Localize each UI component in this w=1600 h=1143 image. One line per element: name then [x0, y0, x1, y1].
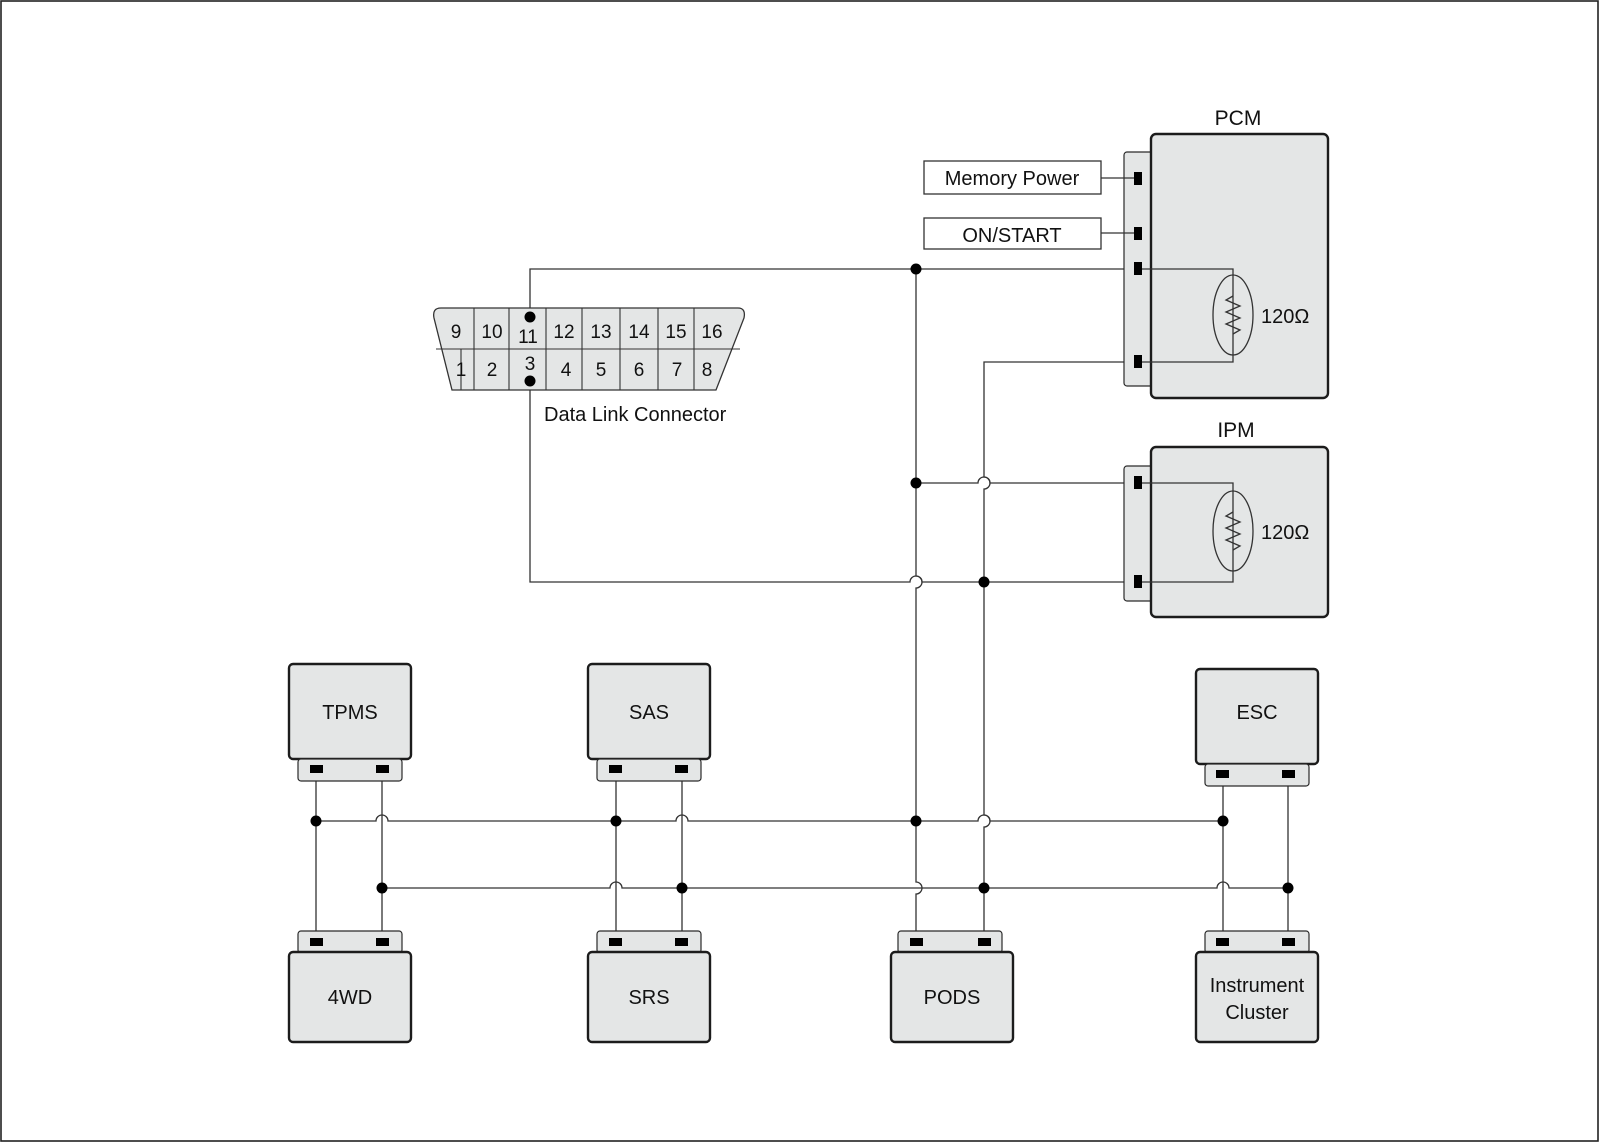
- pods-module: [889, 950, 1015, 1044]
- junction-dot: [910, 477, 922, 489]
- cluster-pin: [1282, 938, 1295, 946]
- fourwd-pin: [376, 938, 389, 946]
- srs-pin: [609, 938, 622, 946]
- junction-dot: [1282, 882, 1294, 894]
- cluster-label-line2: Cluster: [1225, 1002, 1289, 1024]
- pods-pin: [978, 938, 991, 946]
- pcm-resistor-icon: [1224, 295, 1242, 335]
- dlc-pin: 8: [702, 360, 713, 381]
- tpms-connector: [297, 758, 403, 782]
- ipm-resistor-value: 120Ω: [1261, 522, 1309, 544]
- dlc-pin: 7: [672, 360, 683, 381]
- pcm-pin-on-start: [1134, 227, 1142, 240]
- pcm-pin-memory: [1134, 172, 1142, 185]
- tpms-pin: [310, 765, 323, 773]
- ipm-title: IPM: [1217, 419, 1254, 442]
- dlc-label: Data Link Connector: [544, 404, 727, 426]
- pcm-title: PCM: [1215, 107, 1262, 130]
- cluster-label-line1: Instrument: [1210, 975, 1305, 997]
- pcm-module: [1149, 132, 1330, 400]
- dlc-pin: 14: [628, 322, 650, 343]
- dlc-pin: 6: [634, 360, 645, 381]
- pcm-resistor-value: 120Ω: [1261, 306, 1309, 328]
- srs-label: SRS: [628, 987, 669, 1009]
- srs-module: [586, 950, 712, 1044]
- pods-label: PODS: [924, 987, 981, 1009]
- ipm-module: [1149, 445, 1330, 619]
- tpms-label: TPMS: [322, 702, 378, 724]
- fourwd-label: 4WD: [328, 987, 372, 1009]
- sas-pin: [609, 765, 622, 773]
- esc-pin: [1216, 770, 1229, 778]
- junction-dots: [310, 263, 1294, 894]
- can-high-wire-dlc-pcm: [529, 268, 1136, 317]
- pcm-pin-can-low: [1134, 355, 1142, 368]
- ipm-pin-can-low: [1134, 575, 1142, 588]
- ipm-resistor-wire: [1142, 482, 1234, 583]
- esc-pin: [1282, 770, 1295, 778]
- junction-dot: [610, 815, 622, 827]
- sas-pin: [675, 765, 688, 773]
- srs-pin: [675, 938, 688, 946]
- esc-connector: [1204, 763, 1310, 787]
- can-high-wire-ipm: [916, 476, 1136, 484]
- junction-dot: [978, 576, 990, 588]
- sas-label: SAS: [629, 702, 669, 724]
- dlc-pin: 11: [518, 327, 538, 348]
- junction-dot: [310, 815, 322, 827]
- dlc-pin: 5: [596, 360, 607, 381]
- on-start-label: ON/START: [962, 225, 1061, 247]
- dlc-pin: 1: [456, 360, 467, 381]
- ipm-resistor-outline: [1212, 490, 1254, 572]
- junction-dot: [524, 375, 536, 387]
- dlc-pin: 4: [561, 360, 572, 381]
- dlc-pin: 9: [451, 322, 462, 343]
- dlc-pin: 15: [665, 322, 686, 343]
- pcm-resistor-outline: [1212, 274, 1254, 356]
- ipm-pin-can-high: [1134, 476, 1142, 489]
- pods-pin: [910, 938, 923, 946]
- dlc-pin: 16: [701, 322, 722, 343]
- cluster-module: [1194, 950, 1320, 1044]
- sas-connector: [596, 758, 702, 782]
- memory-power-label: Memory Power: [945, 168, 1080, 190]
- esc-label: ESC: [1236, 702, 1277, 724]
- dlc-pin: 10: [481, 322, 502, 343]
- ipm-resistor-icon: [1224, 511, 1242, 551]
- dlc-pin: 13: [590, 322, 611, 343]
- junction-dot: [676, 882, 688, 894]
- dlc-pin: 3: [525, 354, 536, 375]
- dlc-pin-dividers: [460, 308, 695, 390]
- junction-dot: [524, 311, 536, 323]
- cluster-pin: [1216, 938, 1229, 946]
- on-start-box: [923, 217, 1102, 250]
- dlc-pin: 12: [553, 322, 574, 343]
- junction-dot: [910, 815, 922, 827]
- dlc-pin: 2: [487, 360, 498, 381]
- junction-dot: [978, 882, 990, 894]
- can-low-bus-bottom: [382, 881, 1288, 889]
- can-high-wire-vertical-pods: [915, 269, 923, 938]
- fourwd-module: [287, 950, 413, 1044]
- junction-dot: [910, 263, 922, 275]
- dlc-bottom-pins: 1 2 3 4 5 6 7 8: [456, 354, 713, 381]
- pcm-pin-can-high: [1134, 262, 1142, 275]
- fourwd-pin: [310, 938, 323, 946]
- dlc-top-pins: 9 10 11 12 13 14 15 16: [451, 322, 723, 348]
- junction-dot: [1217, 815, 1229, 827]
- junction-dot: [376, 882, 388, 894]
- tpms-pin: [376, 765, 389, 773]
